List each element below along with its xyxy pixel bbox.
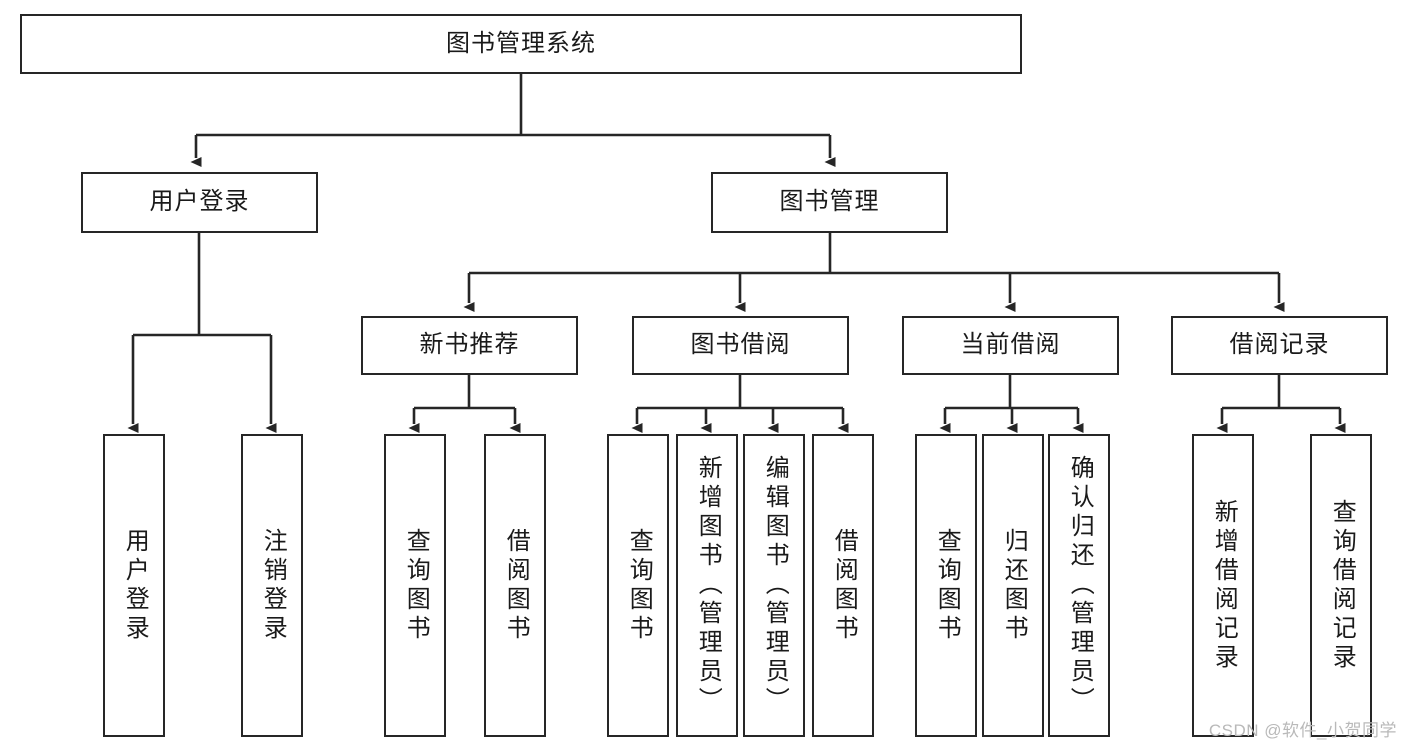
- node-current-borrow-label: 当前借阅: [960, 331, 1061, 359]
- leaf-query-book-2-label: 查询图书: [625, 527, 653, 644]
- node-root-label: 图书管理系统: [446, 29, 596, 57]
- leaf-borrow-book-1[interactable]: 借阅图书: [484, 434, 546, 737]
- node-book-manage-label: 图书管理: [779, 188, 880, 216]
- leaf-edit-book[interactable]: 编辑图书（管理员）: [743, 434, 805, 737]
- leaf-add-book-label: 新增图书（管理员）: [694, 455, 722, 716]
- leaf-borrow-book-2[interactable]: 借阅图书: [812, 434, 874, 737]
- leaf-query-book-3[interactable]: 查询图书: [915, 434, 977, 737]
- leaf-query-book-1[interactable]: 查询图书: [384, 434, 446, 737]
- node-borrow-record-label: 借阅记录: [1229, 331, 1330, 359]
- leaf-query-book-1-label: 查询图书: [402, 527, 430, 644]
- node-new-book-recommend-label: 新书推荐: [419, 331, 520, 359]
- node-book-borrow-label: 图书借阅: [690, 331, 791, 359]
- leaf-return-book[interactable]: 归还图书: [982, 434, 1044, 737]
- leaf-query-book-3-label: 查询图书: [933, 527, 961, 644]
- leaf-confirm-return[interactable]: 确认归还（管理员）: [1048, 434, 1110, 737]
- leaf-add-book[interactable]: 新增图书（管理员）: [676, 434, 738, 737]
- leaf-edit-book-label: 编辑图书（管理员）: [761, 455, 789, 716]
- leaf-return-book-label: 归还图书: [1000, 527, 1028, 644]
- leaf-borrow-book-1-label: 借阅图书: [502, 527, 530, 644]
- leaf-user-logout[interactable]: 注销登录: [241, 434, 303, 737]
- leaf-user-logout-label: 注销登录: [259, 527, 287, 644]
- node-book-borrow[interactable]: 图书借阅: [632, 316, 849, 375]
- leaf-query-book-2[interactable]: 查询图书: [607, 434, 669, 737]
- node-book-manage[interactable]: 图书管理: [711, 172, 948, 233]
- leaf-query-record-label: 查询借阅记录: [1328, 498, 1356, 673]
- leaf-add-record[interactable]: 新增借阅记录: [1192, 434, 1254, 737]
- leaf-add-record-label: 新增借阅记录: [1210, 498, 1238, 673]
- node-user-login[interactable]: 用户登录: [81, 172, 318, 233]
- leaf-user-login[interactable]: 用户登录: [103, 434, 165, 737]
- node-new-book-recommend[interactable]: 新书推荐: [361, 316, 578, 375]
- leaf-query-record[interactable]: 查询借阅记录: [1310, 434, 1372, 737]
- csdn-watermark: CSDN @软件_小贺同学: [1208, 721, 1397, 740]
- leaf-user-login-label: 用户登录: [121, 527, 149, 644]
- leaf-borrow-book-2-label: 借阅图书: [830, 527, 858, 644]
- leaf-confirm-return-label: 确认归还（管理员）: [1066, 455, 1094, 716]
- node-current-borrow[interactable]: 当前借阅: [902, 316, 1119, 375]
- node-borrow-record[interactable]: 借阅记录: [1171, 316, 1388, 375]
- node-root[interactable]: 图书管理系统: [20, 14, 1022, 74]
- node-user-login-label: 用户登录: [149, 188, 250, 216]
